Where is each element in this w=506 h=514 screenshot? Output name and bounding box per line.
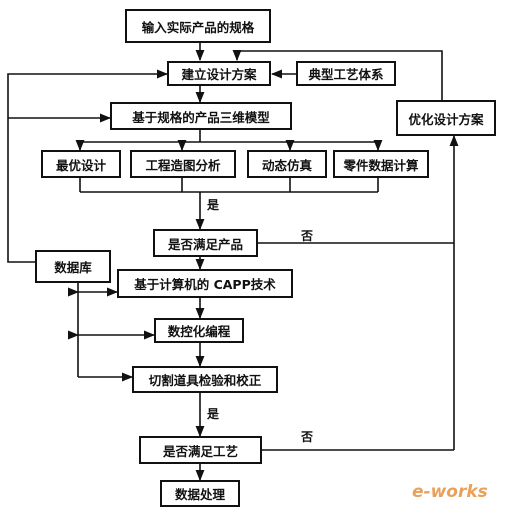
node-input-spec: 输入实际产品的规格 <box>125 9 271 43</box>
label-yes-1: 是 <box>207 198 220 212</box>
node-capp: 基于计算机的 CAPP技术 <box>117 269 293 298</box>
label-yes-2: 是 <box>207 407 220 421</box>
node-dynamic-sim: 动态仿真 <box>247 150 327 178</box>
node-typical-process: 典型工艺体系 <box>296 61 396 86</box>
node-nc-programming: 数控化编程 <box>154 318 244 343</box>
eworks-watermark-logo: e-works <box>412 482 488 502</box>
arrow-optimize-to-plan <box>232 49 443 100</box>
node-optimize-plan: 优化设计方案 <box>396 100 496 136</box>
node-part-calc: 零件数据计算 <box>333 150 429 178</box>
arrow-db-to-plan <box>7 69 169 263</box>
label-no-2: 否 <box>301 430 314 444</box>
node-drawing-analysis: 工程造图分析 <box>130 150 236 178</box>
node-optimal-design: 最优设计 <box>41 150 121 178</box>
node-meet-product: 是否满足产品 <box>153 229 258 257</box>
node-meet-process: 是否满足工艺 <box>139 436 262 464</box>
label-no-1: 否 <box>301 229 314 243</box>
node-data-processing: 数据处理 <box>160 480 240 507</box>
node-tool-check: 切割道具检验和校正 <box>132 366 278 393</box>
node-build-plan: 建立设计方案 <box>167 61 271 86</box>
node-database: 数据库 <box>35 250 111 283</box>
node-model-3d: 基于规格的产品三维模型 <box>110 102 292 130</box>
